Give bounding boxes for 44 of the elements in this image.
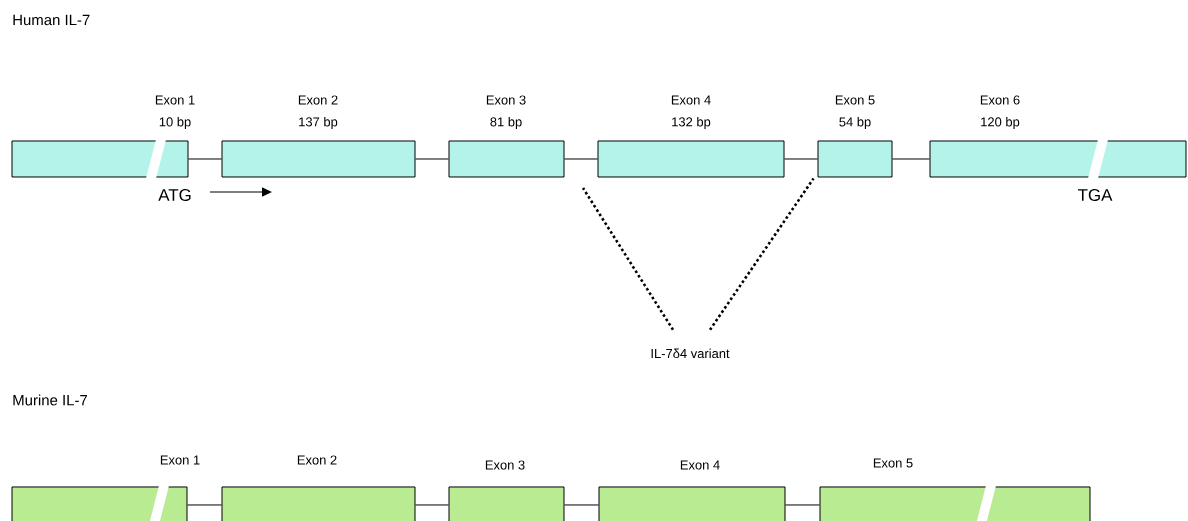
leader-line	[708, 177, 815, 331]
intron-line	[188, 158, 222, 160]
node-label: 132 bp	[672, 116, 711, 130]
intron-line	[415, 158, 449, 160]
label: Murine IL-7	[13, 394, 87, 406]
intron-line	[785, 504, 820, 506]
exon-box: Exon 3	[448, 460, 565, 521]
leader-line	[581, 187, 675, 331]
label: Human IL-7	[13, 14, 90, 26]
exon-box: Exon 4	[598, 460, 786, 521]
node-label: Exon 4	[680, 460, 720, 470]
exon-box: Exon 5	[819, 458, 1091, 521]
exon-box: Exon 2 137 bp	[221, 95, 416, 178]
exon-box: Exon 5 54 bp	[817, 95, 893, 178]
node-label: Exon 2	[298, 95, 338, 105]
node-label: Exon 1	[160, 455, 200, 465]
node-label: Exon 3	[486, 95, 526, 105]
node-label: Exon 6	[980, 95, 1020, 105]
exon-box: Exon 1 10 bp	[11, 95, 195, 179]
intron-line	[892, 158, 930, 160]
node-label: 137 bp	[299, 116, 338, 130]
variant-label: IL-7δ4 variant	[651, 348, 730, 359]
node-label: 54 bp	[839, 116, 871, 130]
node-label: Exon 3	[485, 460, 525, 470]
intron-line	[564, 504, 599, 506]
node-label: Exon 1	[155, 95, 195, 105]
node-label: 81 bp	[490, 116, 522, 130]
exon-box: Exon 1	[11, 455, 200, 521]
exon-box: Exon 3 81 bp	[448, 95, 565, 178]
codon-label: ATG	[158, 189, 191, 201]
intron-line	[415, 504, 449, 506]
node-label: Exon 2	[297, 455, 337, 465]
node-label: 10 bp	[159, 116, 191, 130]
intron-line	[784, 158, 818, 160]
node-label: 120 bp	[981, 116, 1020, 130]
intron-line	[187, 504, 222, 506]
exon-box: Exon 4 132 bp	[597, 95, 785, 178]
node-label: Exon 5	[873, 458, 913, 468]
exon-box: Exon 2	[221, 455, 416, 521]
node-label: Exon 4	[671, 95, 711, 105]
codon-label: TGA	[1077, 189, 1113, 201]
intron-line	[564, 158, 598, 160]
exon-box: Exon 6 120 bp	[929, 95, 1187, 179]
node-label: Exon 5	[835, 95, 875, 105]
